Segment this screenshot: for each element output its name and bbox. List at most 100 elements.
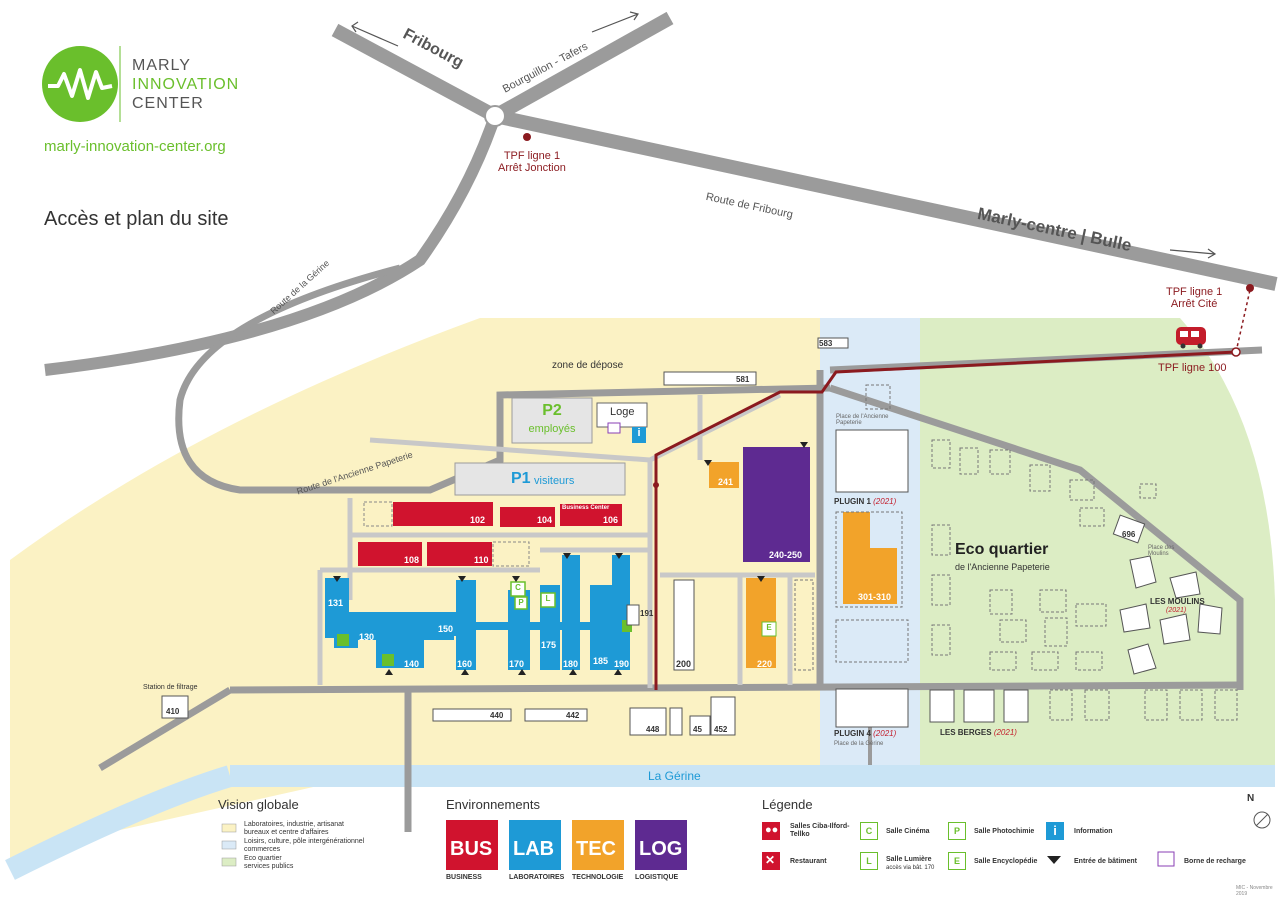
stop-jonction: TPF ligne 1 Arrêt Jonction: [498, 150, 566, 174]
building-410: 410: [166, 707, 180, 716]
vision-leisure-b: commerces: [244, 846, 281, 853]
p2-label: P2: [542, 402, 562, 419]
hub-bus: BUS: [446, 820, 498, 870]
plugin1-label: PLUGIN 1 (2021): [834, 497, 896, 506]
building-45: 45: [693, 725, 702, 734]
compass-north: N: [1247, 793, 1255, 804]
page-title: Accès et plan du site: [44, 208, 229, 230]
building-200: 200: [676, 659, 692, 669]
map-encyclopedie-icon: E: [766, 623, 772, 632]
hub-bus-caption: BUSINESS: [446, 874, 482, 881]
stop-jonction-line: TPF ligne 1: [503, 150, 561, 162]
brand-line-2: INNOVATION: [132, 76, 240, 93]
plugin1-year: (2021): [873, 497, 897, 506]
bus-line-100: [654, 350, 1237, 690]
website-link[interactable]: marly-innovation-center.org: [44, 138, 226, 155]
hub-tec-caption: TECHNOLOGIE: [572, 874, 624, 881]
building-301-310: 301-310: [858, 592, 892, 602]
legend-restaurant: Restaurant: [790, 858, 827, 865]
internal-lanes: [317, 392, 815, 688]
building-110: 110: [474, 555, 489, 565]
building-220: 220: [757, 659, 773, 669]
footer-credit: MIC - Novembre 2019: [1236, 885, 1273, 897]
hub-tec-name: TEC: [576, 838, 616, 860]
vision-title: Vision globale: [218, 797, 299, 812]
plugin4-name: PLUGIN 4: [834, 729, 871, 738]
business-buildings: [358, 502, 622, 566]
hub-log: LOG: [635, 820, 687, 870]
place-gerine: Place de la Gérine: [834, 741, 884, 747]
cinema-icon: C: [860, 822, 878, 840]
building-583: 583: [819, 339, 833, 348]
legend-entree: Entrée de bâtiment: [1074, 858, 1138, 865]
mic-logo-icon: [42, 46, 121, 122]
hub-lab-caption: LABORATOIRES: [509, 874, 565, 881]
legend-information: Information: [1074, 828, 1113, 835]
legend-photochimie: Salle Photochimie: [974, 828, 1035, 835]
eco-quartier-sub: de l'Ancienne Papeterie: [955, 562, 1050, 572]
legend-encyclopedie: Salle Encyclopédie: [974, 858, 1038, 865]
building-440: 440: [490, 711, 504, 720]
les-moulins-year: (2021): [1166, 607, 1187, 614]
stop-jonction-dot: [523, 133, 531, 141]
plugin4-year: (2021): [873, 729, 897, 738]
vision-industry-b: bureaux et centre d'affaires: [244, 829, 329, 836]
info-icon: i: [637, 427, 641, 439]
entrance-markers: [333, 442, 808, 675]
photochimie-icon: P: [948, 822, 966, 840]
river-gerine: [230, 765, 1275, 787]
building-170: 170: [509, 659, 525, 669]
brand-name: MARLY INNOVATION CENTER: [132, 56, 239, 113]
legend-lumiere-note: accès via bât. 170: [886, 865, 935, 871]
building-185: 185: [593, 656, 609, 666]
legend-salles-ciba: Salles Ciba-Ilford-Tellko: [790, 823, 850, 838]
hub-bus-name: BUS: [450, 838, 493, 860]
eco-houses: [931, 439, 1238, 721]
p1-label: P1: [511, 470, 531, 487]
building-102: 102: [470, 515, 486, 525]
stop-jonction-name: Arrêt Jonction: [498, 162, 566, 174]
brand-line-1: MARLY: [132, 57, 191, 74]
restaurant-icon: ✕: [765, 853, 776, 867]
vision-leisure: Loisirs, culture, pôle intergénérationne…: [244, 838, 364, 854]
building-108: 108: [404, 555, 420, 565]
les-berges-label: LES BERGES (2021): [940, 728, 1017, 737]
les-berges-name: LES BERGES: [940, 728, 992, 737]
building-106: 106: [603, 515, 619, 525]
line-100-label: TPF ligne 100: [1158, 362, 1227, 374]
p1-sub: visiteurs: [534, 475, 575, 487]
building-175: 175: [541, 640, 557, 650]
lumiere-icon: L: [860, 852, 878, 870]
place-moulins: Place des Moulins: [1148, 545, 1175, 557]
loge-label: Loge: [610, 406, 635, 418]
building-240-250: 240-250: [769, 550, 803, 560]
map-lumiere-icon: L: [545, 594, 551, 603]
building-140: 140: [404, 659, 420, 669]
les-moulins-label: LES MOULINS: [1150, 597, 1205, 606]
hub-log-caption: LOGISTIQUE: [635, 874, 679, 881]
building-581: 581: [736, 375, 750, 384]
building-448: 448: [646, 725, 660, 734]
salles-icon: ●●: [765, 824, 779, 836]
zone-depose-label: zone de dépose: [552, 360, 624, 371]
information-icon: i: [1053, 823, 1057, 838]
vision-eco-b: services publics: [244, 863, 294, 870]
moulins-houses: [929, 555, 1223, 723]
stop-cite-line: TPF ligne 1: [1166, 286, 1223, 298]
building-452: 452: [714, 725, 728, 734]
bus-icon: [1176, 327, 1206, 349]
hub-tec: TEC: [572, 820, 624, 870]
eco-quartier-title: Eco quartier: [955, 541, 1049, 558]
building-160: 160: [457, 659, 473, 669]
legend-title: Légende: [762, 797, 813, 812]
business-center-label: Business Center: [562, 505, 610, 511]
stop-cite-name: Arrêt Cité: [1170, 298, 1218, 310]
stop-cite-dot: [1246, 284, 1254, 292]
place-papeterie: Place de l'Ancienne Papeterie: [836, 414, 889, 426]
hub-lab-name: LAB: [513, 838, 555, 860]
building-130: 130: [359, 632, 375, 642]
encyclopedie-icon: E: [948, 852, 966, 870]
